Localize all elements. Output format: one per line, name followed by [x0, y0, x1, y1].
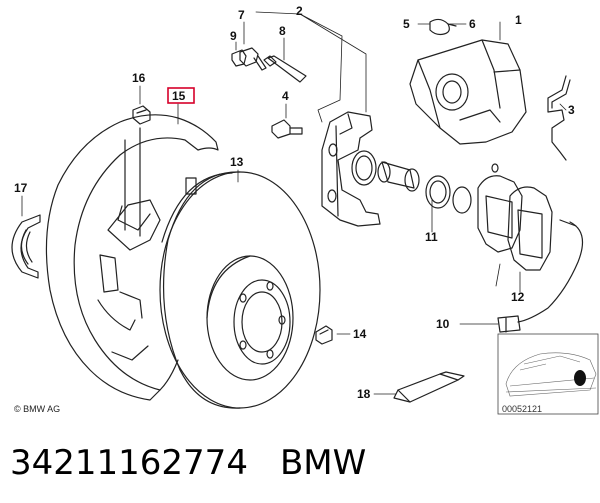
- dust-shield: [45, 114, 219, 401]
- label-5: 5: [403, 17, 410, 31]
- wear-sensor: [497, 219, 584, 333]
- copyright-text: © BMW AG: [14, 404, 61, 414]
- label-15: 15: [172, 89, 186, 103]
- label-11: 11: [425, 230, 438, 244]
- part-caption: 34211162774 BMW: [10, 438, 366, 488]
- brake-disc: [159, 171, 321, 409]
- piston-seal-kit: [351, 150, 472, 214]
- label-10: 10: [436, 317, 450, 331]
- label-3: 3: [568, 103, 575, 117]
- label-7: 7: [238, 8, 245, 22]
- guide-pin-8: [263, 55, 307, 83]
- anti-rattle-spring: [547, 75, 571, 161]
- shield-bolt: [132, 105, 151, 125]
- highlight-box: [167, 87, 195, 104]
- label-16: 16: [132, 71, 146, 85]
- inset-code: 00052121: [502, 404, 543, 414]
- label-4: 4: [282, 89, 289, 103]
- brake-pad-clip: [11, 214, 41, 279]
- disc-screw: [315, 325, 333, 345]
- caliper-carrier: [321, 111, 381, 227]
- brake-caliper: [409, 39, 527, 145]
- brand-name: BMW: [279, 443, 367, 483]
- brake-pads: [477, 163, 553, 271]
- part-number: 34211162774: [10, 443, 248, 483]
- label-2: 2: [296, 4, 303, 18]
- label-1: 1: [515, 13, 522, 27]
- grease-tube: [393, 371, 465, 403]
- label-18: 18: [357, 387, 371, 401]
- bleeder-fitting: [429, 18, 457, 36]
- parts-diagram: 1 2 3 4 5 6 7 8 9 10 11 12 13 14 15 16 1…: [11, 4, 599, 415]
- label-13: 13: [230, 155, 244, 169]
- label-6: 6: [469, 17, 476, 31]
- label-9: 9: [230, 29, 237, 43]
- caliper-bolt: [271, 119, 303, 139]
- label-8: 8: [279, 24, 286, 38]
- inset-car-view: [497, 333, 599, 415]
- label-14: 14: [353, 327, 367, 341]
- guide-bolt-7: [239, 47, 267, 71]
- label-17: 17: [14, 181, 28, 195]
- cap-9: [231, 49, 247, 67]
- label-12: 12: [511, 290, 525, 304]
